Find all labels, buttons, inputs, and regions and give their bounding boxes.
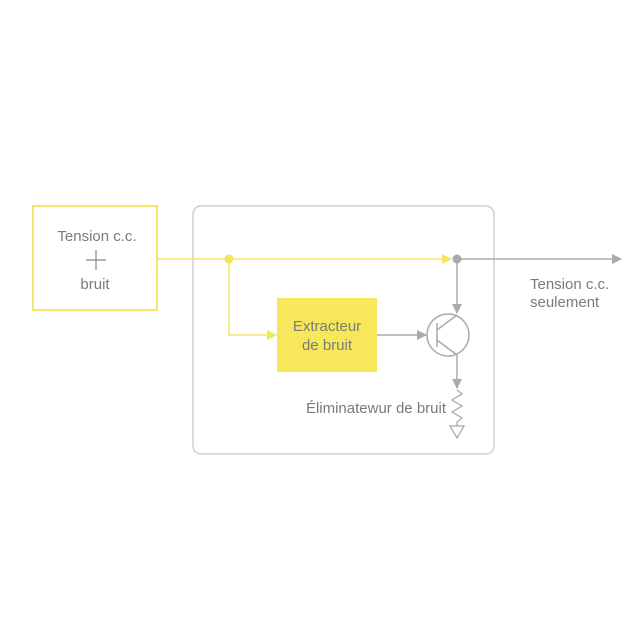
resistor-icon xyxy=(450,389,464,426)
input-label-line1: Tension c.c. xyxy=(57,228,136,245)
canceller-block xyxy=(192,205,495,455)
branch-line xyxy=(228,259,277,340)
eliminator-label: Éliminatewur de bruit xyxy=(306,400,447,417)
extractor-box xyxy=(277,298,377,372)
ground-icon xyxy=(448,425,466,440)
plus-icon xyxy=(86,250,106,270)
output-label-line1: Tension c.c. xyxy=(530,276,609,293)
extractor-label-line1: Extracteur xyxy=(293,318,361,335)
extractor-label-line2: de bruit xyxy=(302,337,353,354)
output-label-line2: seulement xyxy=(530,294,600,311)
input-label-line2: bruit xyxy=(80,276,110,293)
input-box: Tension c.c. bruit xyxy=(32,205,158,311)
transistor-icon xyxy=(426,313,470,357)
